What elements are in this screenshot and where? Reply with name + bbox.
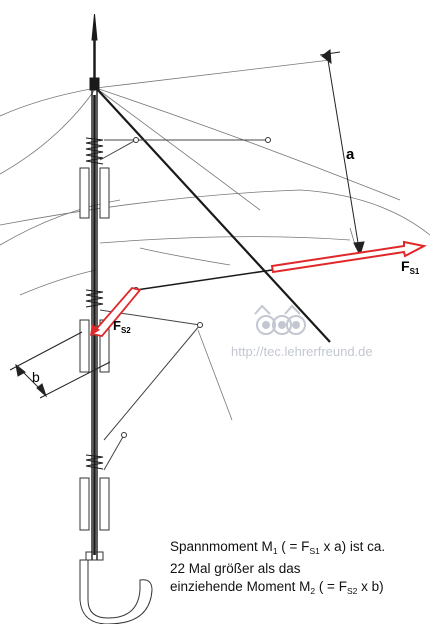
dimension-a [319, 49, 365, 257]
label-fs1-sub: S1 [409, 267, 420, 276]
label-fs2-sub: S2 [120, 326, 131, 335]
caption-l1-sub2: S1 [309, 546, 320, 556]
caption: Spannmoment M1 ( = FS1 x a) ist ca. 22 M… [170, 538, 385, 600]
label-fs1-main: F [401, 258, 410, 274]
force-fs1-arrow [270, 240, 427, 274]
label-a: a [346, 146, 355, 163]
main-rib [95, 87, 331, 343]
handle [79, 551, 153, 624]
caption-l3-sub: 2 [310, 586, 316, 596]
caption-l1-b: ( = F [277, 539, 310, 554]
canopy [0, 59, 431, 421]
shaft [89, 13, 100, 560]
upper-struts [99, 139, 268, 471]
stretcher [135, 269, 273, 291]
caption-l3-b: ( = F [315, 579, 347, 594]
watermark-url: http://tec.lehrerfreund.de [231, 344, 373, 359]
caption-line-2: 22 Mal größer als das [170, 561, 301, 576]
caption-line-1: Spannmoment M1 ( = FS1 x a) ist ca. [170, 538, 385, 560]
caption-l3-a: einziehende Moment M [170, 579, 311, 594]
force-fs2-arrow [90, 286, 142, 337]
caption-line-3: einziehende Moment M2 ( = FS2 x b) [170, 578, 385, 600]
caption-l3-sub2: S2 [346, 586, 358, 596]
caption-l1-a: Spannmoment M [170, 539, 273, 554]
caption-l1-c: x a) ist ca. [319, 539, 386, 554]
springs [85, 137, 104, 470]
label-fs2-main: F [113, 318, 121, 333]
caption-l3-c: x b) [357, 579, 384, 594]
label-fs1: FS1 [401, 258, 419, 276]
label-b: b [32, 369, 40, 385]
runners [79, 167, 110, 531]
label-fs2: FS2 [113, 318, 131, 335]
dimension-b [9, 331, 111, 399]
owls-logo [254, 304, 306, 335]
caption-l1-sub: 1 [272, 546, 278, 556]
